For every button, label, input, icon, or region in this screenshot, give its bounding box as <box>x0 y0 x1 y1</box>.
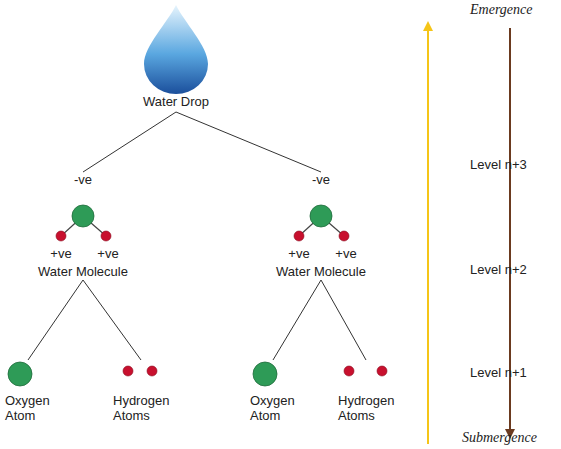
axis-label: Submergence <box>462 430 537 446</box>
node-label: Water Molecule <box>271 264 371 279</box>
charge-label: +ve <box>46 246 76 261</box>
oxygen-circle <box>310 205 332 227</box>
oxygen-circle <box>72 205 94 227</box>
molecule-node: -ve+ve+veWater Molecule <box>276 172 366 280</box>
axis-label: Emergence <box>470 2 532 18</box>
oxygen-circle <box>8 362 32 386</box>
node-label: Oxygen Atom <box>250 393 299 423</box>
drop-node: Water Drop <box>126 2 226 112</box>
level-label: Level n+2 <box>470 262 527 278</box>
charge-label: +ve <box>331 246 361 261</box>
water-drop <box>144 5 208 94</box>
hydrogen-circle <box>294 231 304 241</box>
oxygen-node: Oxygen Atom <box>2 360 54 426</box>
hydrogen-circle <box>339 231 349 241</box>
hydrogen-circle <box>123 366 133 376</box>
tree-connector <box>83 280 141 360</box>
hydrogen-circle <box>147 366 157 376</box>
node-label: Water Drop <box>126 94 226 109</box>
node-label: Hydrogen Atoms <box>113 393 172 423</box>
level-label: Level n+3 <box>470 157 527 173</box>
molecule-shape <box>276 172 366 280</box>
charge-label: -ve <box>306 172 336 187</box>
molecule-node: -ve+ve+veWater Molecule <box>38 172 128 280</box>
charge-label: +ve <box>93 246 123 261</box>
tree-connector <box>83 112 176 172</box>
oxygen-node: Oxygen Atom <box>247 360 299 426</box>
tree-connector <box>273 280 321 360</box>
node-label: Hydrogen Atoms <box>338 393 397 423</box>
tree-connector <box>176 112 321 172</box>
hydrogen-circle <box>344 366 354 376</box>
hydrogen-node: Hydrogen Atoms <box>110 360 172 426</box>
node-label: Water Molecule <box>33 264 133 279</box>
molecule-shape <box>38 172 128 280</box>
emergence-arrow <box>427 26 429 444</box>
tree-connector <box>321 280 366 360</box>
hydrogen-circle <box>56 231 66 241</box>
charge-label: -ve <box>68 172 98 187</box>
charge-label: +ve <box>284 246 314 261</box>
hydrogen-circle <box>377 366 387 376</box>
tree-connector <box>28 280 83 360</box>
oxygen-circle <box>253 362 277 386</box>
node-label: Oxygen Atom <box>5 393 54 423</box>
hydrogen-circle <box>101 231 111 241</box>
level-label: Level n+1 <box>470 365 527 381</box>
hydrogen-node: Hydrogen Atoms <box>335 360 397 426</box>
